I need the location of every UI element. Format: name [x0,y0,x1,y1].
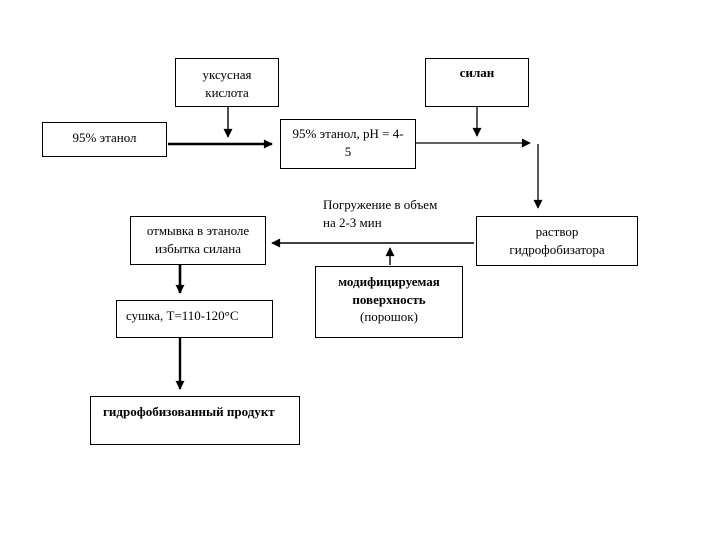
node-acetic-acid: уксусная кислота [175,58,279,107]
node-ethanol-ph: 95% этанол, pH = 4- 5 [280,119,416,169]
node-hydrophobized-product: гидрофобизованный продукт [90,396,300,445]
immersion-note: Погружение в объем на 2-3 мин [323,197,438,230]
node-ethanol-95-label: 95% этанол [72,130,137,145]
node-silane: силан [425,58,529,107]
node-hydrophobizer-solution: раствор гидрофобизатора [476,216,638,266]
node-silane-label: силан [459,65,495,80]
node-modified-surface: модифицируемая поверхность (порошок) [315,266,463,338]
node-ethanol-95: 95% этанол [42,122,167,157]
node-washing: отмывка в этаноле избытка силана [130,216,266,265]
node-drying-label: сушка, Т=110-120°С [126,308,239,323]
node-acetic-acid-label: уксусная кислота [202,67,252,100]
node-modified-surface-label: модифицируемая поверхность [338,274,440,307]
node-drying: сушка, Т=110-120°С [116,300,273,338]
node-washing-label: отмывка в этаноле избытка силана [146,223,250,256]
node-modified-surface-sublabel: (порошок) [360,309,418,324]
node-ethanol-ph-label: 95% этанол, pH = 4- 5 [292,126,404,159]
node-hydrophobizer-solution-label: раствор гидрофобизатора [509,224,605,257]
node-hydrophobized-product-label: гидрофобизованный продукт [103,404,275,419]
